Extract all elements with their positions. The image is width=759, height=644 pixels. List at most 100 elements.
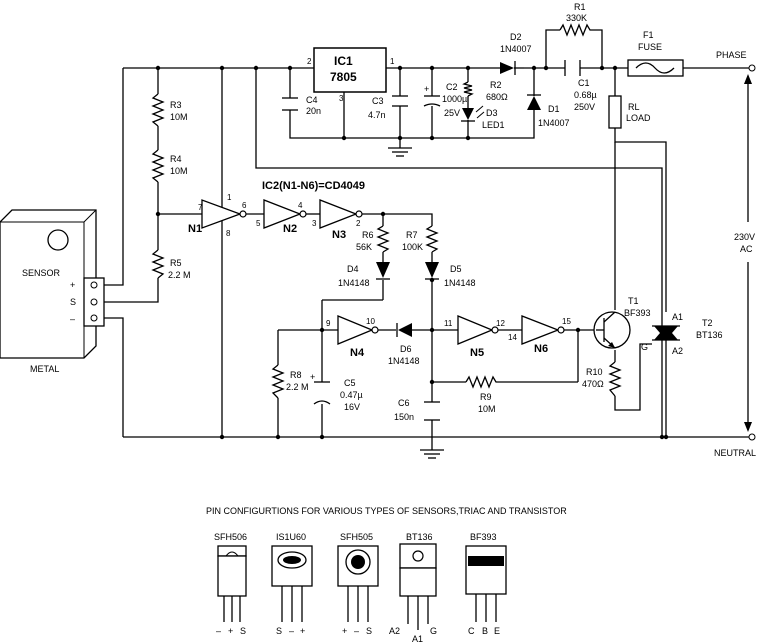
ground-symbol-bottom [420,449,444,459]
svg-text:+: + [310,372,315,382]
neutral-label: NEUTRAL [714,448,756,458]
label-packages-2-pins-0: + [342,626,347,636]
label-resistors-r10-0: R10 [586,367,603,377]
label-resistors-r5-0: R5 [170,258,182,268]
package-is1u60: IS1U60 S – + [271,532,313,636]
label-resistors-r6-0: R6 [362,230,374,240]
label-resistors-r3-1: 10M [170,112,188,122]
resistor-r9: R9 10M [465,375,498,414]
label-gate_pins-n3_out: 2 [356,219,361,228]
label-packages-1-pins-0: S [276,626,282,636]
capacitor-c1 [564,60,581,76]
resistor-r1: R1 330K [559,2,592,37]
label-packages-0-pins-0: – [216,626,221,636]
ic2-title: IC2(N1-N6)=CD4049 [262,180,365,192]
pin-config-title: PIN CONFIGURTIONS FOR VARIOUS TYPES OF S… [206,506,567,516]
label-t1-0: T1 [628,296,639,306]
mains-terminals [748,64,756,441]
resistor-r6: R6 56K [356,225,390,253]
label-gate_pins-n1_vss: 8 [226,229,231,238]
capacitor-c4 [282,97,298,111]
resistor-rl-load: RL LOAD [608,95,651,129]
voltage-label: 230V [734,232,755,242]
label-capacitors-c1-0: C1 [578,78,590,88]
label-packages-2-pins-2: S [366,626,372,636]
label-capacitors-c5-1: 0.47µ [340,390,363,400]
package-bt136: BT136 A2 A1 G [389,532,437,644]
capacitor-c3 [392,95,408,107]
resistor-r4: R4 10M [151,149,188,183]
label-capacitors-c5-2: 16V [344,402,360,412]
label-capacitors-c5-0: C5 [344,378,356,388]
label-sensor-minus: – [70,314,75,324]
label-triac_pins-g: G [641,342,648,352]
label-sensor-s: S [70,297,76,307]
label-resistors-r3-0: R3 [170,100,182,110]
label-resistors-r10-1: 470Ω [582,379,604,389]
label-capacitors-c1-1: 0.68µ [574,90,597,100]
diode-d4: D4 1N4148 [338,262,390,288]
label-gates-2: N3 [332,229,346,241]
label-packages-2-name: SFH505 [340,532,373,542]
label-resistors-r9-0: R9 [480,392,492,402]
label-gate_pins-n3_in: 3 [312,219,317,228]
label-gate_pins-n2_in: 5 [256,219,261,228]
label-gates-1: N2 [283,223,297,235]
label-fuse-0: F1 [643,30,654,40]
label-resistors-r6-1: 56K [356,242,372,252]
label-gate_pins-n6_out: 15 [562,317,571,326]
label-diodes-d6-1: 1N4148 [388,356,420,366]
label-capacitors-c1-2: 250V [574,102,595,112]
label-diodes-d4-1: 1N4148 [338,278,370,288]
label-resistors-r8-0: R8 [290,370,302,380]
label-resistors-r2-1: 680Ω [486,92,508,102]
label-capacitors-c2-2: 25V [444,108,460,118]
resistor-r3: R3 10M [151,93,188,127]
sensor-module: SENSOR METAL + S – [0,209,105,374]
label-gate_pins-n1_in: 7 [198,203,203,212]
ground-symbol-top [388,147,412,157]
label-capacitors-c2-1: 1000µ [442,94,467,104]
label-gate_pins-n5_in: 11 [444,319,453,328]
diode-d5: D5 1N4148 [425,262,476,288]
label-packages-4-name: BF393 [470,532,497,542]
label-capacitors-c4-0: C4 [306,95,318,105]
label-gate_pins-n6_in: 14 [508,333,517,342]
label-packages-1-pins-2: + [300,626,305,636]
label-gate_pins-n2_out: 4 [298,201,303,210]
label-capacitors-c3-1: 4.7n [368,110,386,120]
label-resistors-r9-1: 10M [478,404,496,414]
triac-t2: A1 A2 G T2 BT136 [641,312,723,356]
label-triac_pins-a1: A1 [672,312,683,322]
label-resistors-r4-0: R4 [170,154,182,164]
label-packages-4-pins-0: C [468,626,475,636]
ic1-pin1: 1 [390,57,395,66]
ic1-part: 7805 [330,70,357,84]
label-resistors-rl-0: RL [628,102,640,112]
svg-text:+: + [424,84,429,94]
label-packages-3-pins-0: A2 [389,626,400,636]
label-capacitors-c6-0: C6 [398,398,410,408]
fuse-f1: F1 FUSE [627,30,684,77]
ic1-pin3: 3 [339,94,344,103]
package-sfh505: SFH505 + – S [337,532,379,636]
label-capacitors-c6-1: 150n [394,412,414,422]
label-gates-3: N4 [350,347,365,359]
diode-d6: D6 1N4148 [388,323,420,366]
ic1-pin2: 2 [307,57,312,66]
resistor-r5: R5 2.2 M [151,249,191,280]
label-packages-3-pins-1: A1 [412,634,423,644]
label-capacitors-c3-0: C3 [372,96,384,106]
inverter-n2: N2 5 4 [256,199,307,235]
label-sensor-label: SENSOR [22,268,61,278]
label-gates-0: N1 [188,223,202,235]
label-sensor-plus: + [70,280,75,290]
label-packages-2-pins-1: – [354,626,359,636]
label-resistors-r5-1: 2.2 M [168,270,191,280]
label-packages-1-pins-1: – [289,626,294,636]
inverter-n4: N4 9 10 [326,315,379,359]
label-resistors-r7-1: 100K [402,242,423,252]
label-diodes-d1-0: D1 [548,104,560,114]
diode-d2: D2 1N4007 [500,32,532,75]
